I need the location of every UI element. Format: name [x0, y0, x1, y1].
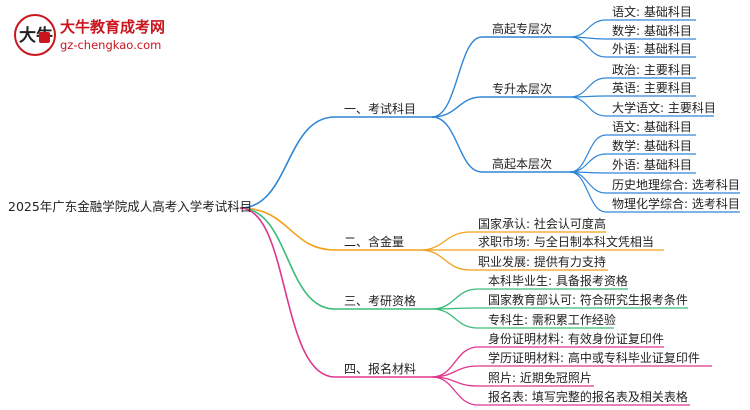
group-zhuanshengben: 专升本层次: [492, 82, 553, 96]
leaf-item: 国家教育部认可: 符合研究生报考条件: [488, 293, 688, 307]
branch-exam-subjects: 一、考试科目: [344, 102, 417, 116]
root-node: 2025年广东金融学院成人高考入学考试科目: [8, 199, 253, 214]
leaf-item: 照片: 近期免冠照片: [488, 371, 592, 385]
leaf-item: 学历证明材料: 高中或专科毕业证复印件: [488, 351, 700, 365]
connector-root-b2: [239, 207, 336, 251]
leaf-item: 外语: 基础科目: [612, 158, 692, 172]
leaf-item: 专科生: 需积累工作经验: [488, 313, 616, 327]
branch-value: 二、含金量: [344, 235, 405, 249]
group-gaoqiben: 高起本层次: [492, 157, 553, 171]
leaf-item: 物理化学综合: 选考科目: [612, 197, 740, 211]
logo-title: 大牛教育成考网: [60, 18, 166, 36]
leaf-item: 数学: 基础科目: [612, 139, 692, 153]
connector-root-b4: [239, 207, 336, 378]
leaf-item: 外语: 基础科目: [612, 42, 692, 56]
logo-red-square-icon: [39, 32, 50, 43]
leaf-item: 国家承认: 社会认可度高: [478, 217, 606, 231]
leaf-item: 政治: 主要科目: [612, 63, 692, 77]
site-logo[interactable]: 大牛 大牛教育成考网 gz-chengkao.com: [14, 14, 184, 58]
leaf-item: 求职市场: 与全日制本科文凭相当: [478, 235, 654, 249]
leaf-item: 本科毕业生: 具备报考资格: [488, 274, 628, 288]
connector-root-b1: [239, 116, 336, 209]
leaf-item: 职业发展: 提供有力支持: [478, 255, 606, 269]
leaf-item: 历史地理综合: 选考科目: [612, 178, 740, 192]
leaf-item: 数学: 基础科目: [612, 24, 692, 38]
leaf-item: 身份证明材料: 有效身份证复印件: [488, 332, 664, 346]
leaf-item: 语文: 基础科目: [612, 120, 692, 134]
branch-registration-materials: 四、报名材料: [344, 362, 417, 376]
leaf-item: 语文: 基础科目: [612, 5, 692, 19]
logo-badge-icon: 大牛: [14, 14, 56, 56]
connector-root-b3: [239, 207, 336, 310]
leaf-item: 英语: 主要科目: [612, 81, 692, 95]
branch-postgrad-eligibility: 三、考研资格: [344, 294, 417, 308]
leaf-item: 报名表: 填写完整的报名表及相关表格: [488, 390, 688, 404]
leaf-item: 大学语文: 主要科目: [612, 101, 716, 115]
group-gaoqizhuan: 高起专层次: [492, 22, 553, 36]
logo-url: gz-chengkao.com: [60, 38, 162, 52]
